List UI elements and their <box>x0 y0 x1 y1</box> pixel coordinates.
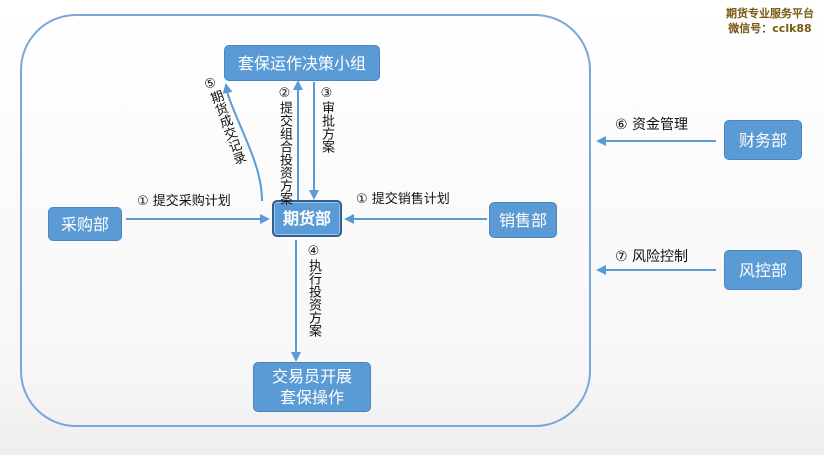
risk-node: 风控部 <box>724 250 802 290</box>
sales-node: 销售部 <box>489 202 557 238</box>
step-number: ① <box>356 192 368 207</box>
edge-label-submit-combo: ②提交组合投资方案 <box>276 86 292 205</box>
brand-watermark: 期货专业服务平台 微信号：cclk88 <box>726 6 814 36</box>
process-boundary <box>20 14 591 427</box>
edge-label-approve: ③审批方案 <box>318 86 334 153</box>
brand-name: 期货专业服务平台 <box>726 7 814 20</box>
step-text: 提交采购计划 <box>152 194 231 209</box>
brand-wechat: 微信号：cclk88 <box>728 22 812 35</box>
step-number: ② <box>277 86 292 101</box>
step-text: 风险控制 <box>632 249 689 265</box>
edge-label-sales-plan: ① 提交销售计划 <box>356 192 450 208</box>
arrow-futures-record-to-committee <box>222 83 263 202</box>
step-number: ⑦ <box>615 249 628 265</box>
trader-node: 交易员开展 套保操作 <box>253 362 371 412</box>
step-text: 审批方案 <box>319 101 334 153</box>
edge-label-risk-control: ⑦ 风险控制 <box>615 249 688 265</box>
purchasing-node: 采购部 <box>48 207 122 241</box>
edge-label-execute: ④执行投资方案 <box>305 244 321 337</box>
edge-label-purchasing-plan: ① 提交采购计划 <box>137 194 231 210</box>
step-number: ① <box>137 194 149 209</box>
step-number: ③ <box>319 86 334 101</box>
step-text: 执行投资方案 <box>306 259 321 337</box>
committee-node: 套保运作决策小组 <box>224 45 380 81</box>
step-number: ④ <box>306 244 321 259</box>
step-text: 资金管理 <box>632 117 689 133</box>
step-text: 提交组合投资方案 <box>277 101 292 205</box>
futures-node: 期货部 <box>272 200 342 237</box>
step-text: 提交销售计划 <box>371 192 450 207</box>
step-number: ⑥ <box>615 117 628 133</box>
edge-label-fund-management: ⑥ 资金管理 <box>615 117 688 133</box>
finance-node: 财务部 <box>724 120 802 160</box>
